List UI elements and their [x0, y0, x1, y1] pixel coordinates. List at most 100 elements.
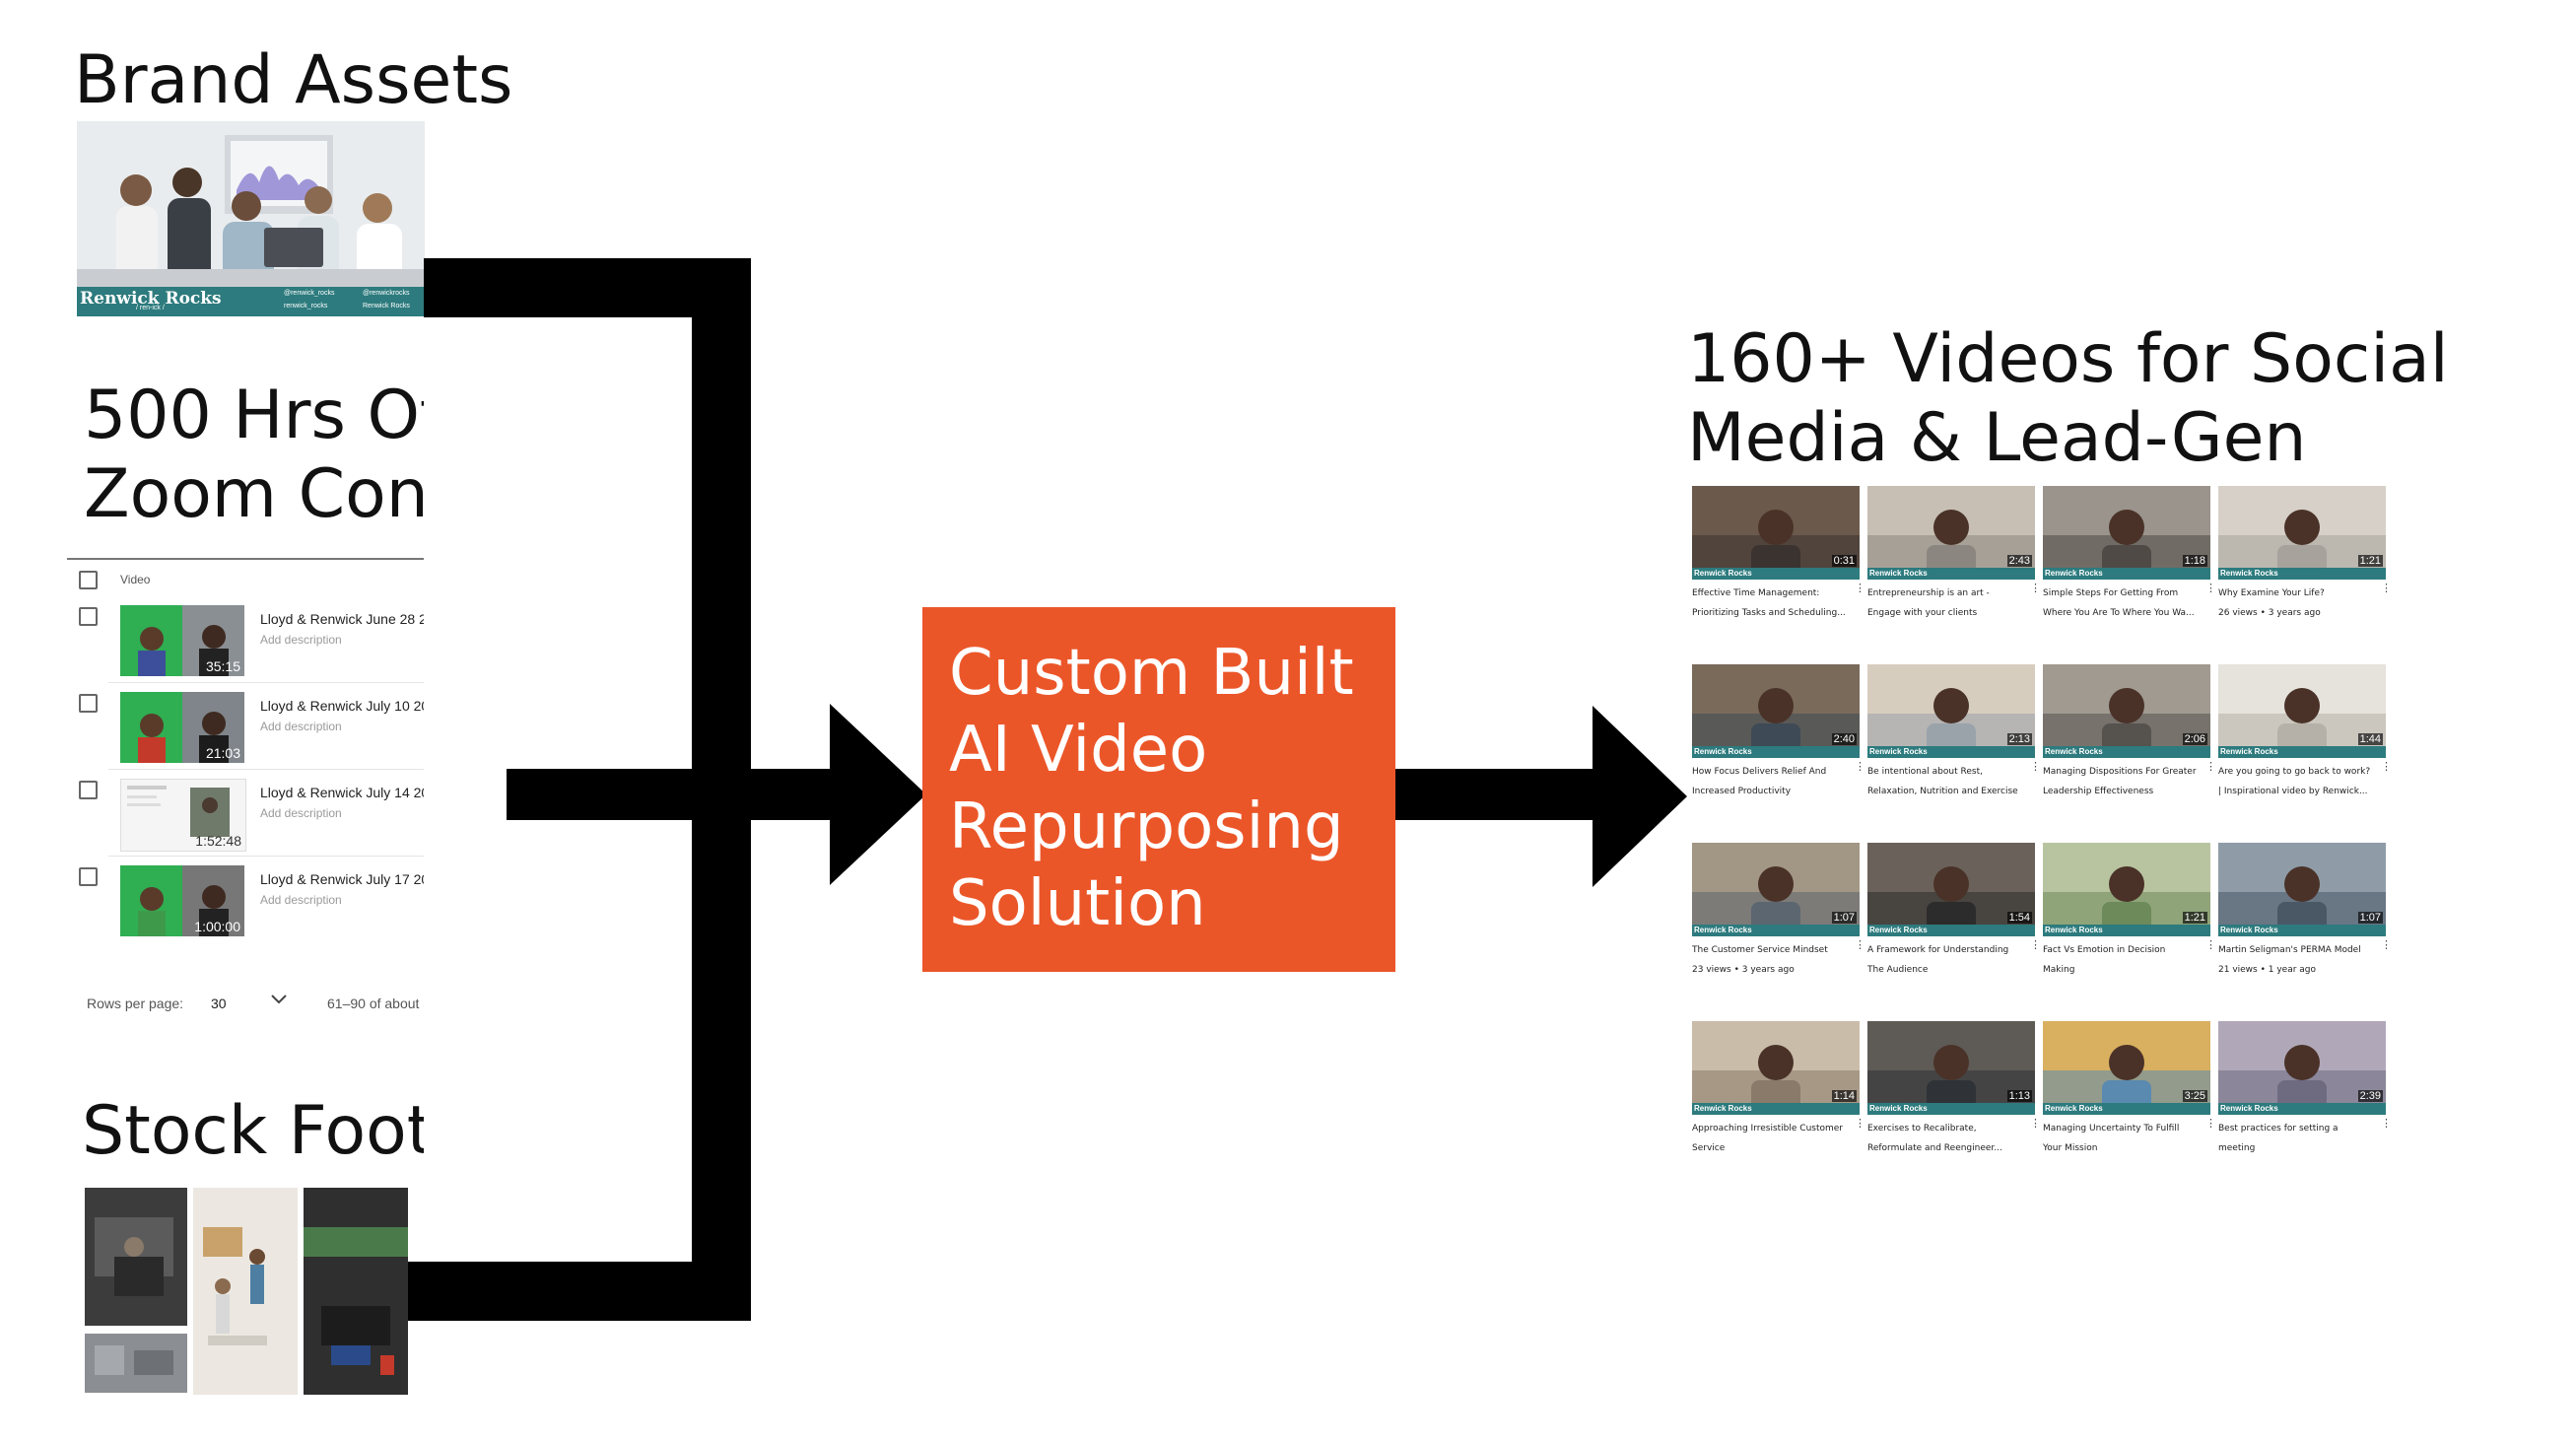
video-duration: 1:21	[2182, 912, 2207, 924]
video-title[interactable]: Exercises to Recalibrate,	[1867, 1124, 1977, 1134]
more-options-icon[interactable]: ⋮	[2030, 1118, 2041, 1130]
more-options-icon[interactable]: ⋮	[2030, 583, 2041, 594]
row-description[interactable]: Add description	[260, 720, 342, 733]
brand-social-1: @renwick_rocks	[284, 290, 335, 297]
channel-tag-bar: Renwick Rocks	[2043, 746, 2210, 758]
table-row-thumbnail[interactable]: 35:15	[120, 605, 244, 676]
table-row-thumbnail[interactable]: 1:00:00	[120, 865, 244, 936]
more-options-icon[interactable]: ⋮	[2030, 761, 2041, 773]
row-divider	[108, 769, 542, 770]
row-title[interactable]: Lloyd & Renwick July 14 2023	[260, 785, 444, 800]
more-options-icon[interactable]: ⋮	[2205, 1118, 2216, 1130]
row-title[interactable]: Lloyd & Renwick July 17 2023	[260, 871, 444, 887]
table-row-thumbnail[interactable]: 21:03	[120, 692, 244, 763]
chevron-down-icon[interactable]	[269, 992, 289, 1010]
row-title[interactable]: Lloyd & Renwick July 10 2023	[260, 698, 444, 714]
row-checkbox[interactable]	[79, 607, 98, 626]
output-videos-heading: 160+ Videos for Social Media & Lead-Gen	[1687, 320, 2449, 478]
video-title[interactable]: Entrepreneurship is an art -	[1867, 588, 1990, 598]
video-duration: 2:06	[2182, 733, 2207, 745]
brand-pronunciation: / ren-ick /	[136, 305, 165, 311]
video-duration: 3:25	[2182, 1090, 2207, 1102]
video-title[interactable]: Fact Vs Emotion in Decision	[2043, 945, 2166, 955]
video-title[interactable]: Approaching Irresistible Customer	[1692, 1124, 1844, 1134]
row-description[interactable]: Add description	[260, 893, 342, 907]
row-checkbox[interactable]	[79, 781, 98, 799]
video-duration: 2:40	[1831, 733, 1857, 745]
video-title[interactable]: How Focus Delivers Relief And	[1692, 767, 1827, 777]
row-checkbox[interactable]	[79, 694, 98, 713]
channel-tag: Renwick Rocks	[1694, 747, 1752, 756]
more-options-icon[interactable]: ⋮	[1855, 939, 1865, 951]
more-options-icon[interactable]: ⋮	[2205, 939, 2216, 951]
row-title[interactable]: Lloyd & Renwick June 28 2023	[260, 611, 450, 627]
row-divider	[108, 856, 542, 857]
video-title[interactable]: Simple Steps For Getting From	[2043, 588, 2179, 598]
channel-tag: Renwick Rocks	[1869, 569, 1928, 578]
video-title[interactable]: Managing Dispositions For Greater	[2043, 767, 2197, 777]
zoom-thumb-image	[121, 780, 245, 851]
video-duration: 1:07	[2357, 912, 2383, 924]
row-checkbox[interactable]	[79, 867, 98, 886]
video-title[interactable]: Best practices for setting a	[2218, 1124, 2339, 1134]
table-row-thumbnail[interactable]: 1:52:48	[120, 779, 246, 852]
video-title[interactable]: Managing Uncertainty To Fulfill	[2043, 1124, 2180, 1134]
output-heading-line2: Media & Lead-Gen	[1687, 399, 2307, 478]
more-options-icon[interactable]: ⋮	[2030, 939, 2041, 951]
video-title[interactable]: Are you going to go back to work?	[2218, 767, 2371, 777]
video-title[interactable]: A Framework for Understanding	[1867, 945, 2009, 955]
video-title[interactable]: Martin Seligman's PERMA Model	[2218, 945, 2361, 955]
ai-solution-line2: AI Video	[949, 714, 1208, 787]
video-thumbnail[interactable]: Renwick Rocks 2:40	[1692, 664, 1860, 758]
video-duration: 2:13	[2006, 733, 2032, 745]
row-description[interactable]: Add description	[260, 633, 342, 647]
channel-tag-bar: Renwick Rocks	[1867, 568, 2035, 580]
zoom-thumb-image	[120, 865, 244, 936]
rows-per-page-select[interactable]: 30	[211, 996, 227, 1011]
ai-solution-line1: Custom Built	[949, 637, 1354, 710]
pagination-range: 61–90 of about 331	[327, 996, 446, 1011]
channel-tag-bar: Renwick Rocks	[1867, 1103, 2035, 1115]
row-description[interactable]: Add description	[260, 806, 342, 820]
output-heading-line1: 160+ Videos for Social	[1687, 320, 2449, 398]
video-title[interactable]: Why Examine Your Life?	[2218, 588, 2325, 598]
more-options-icon[interactable]: ⋮	[2381, 761, 2392, 773]
more-options-icon[interactable]: ⋮	[1855, 761, 1865, 773]
video-title[interactable]: Be intentional about Rest,	[1867, 767, 1983, 777]
stock-connector	[408, 1262, 751, 1321]
brand-social-3: renwick_rocks	[284, 303, 328, 309]
more-options-icon[interactable]: ⋮	[2381, 583, 2392, 594]
channel-tag: Renwick Rocks	[1869, 926, 1928, 934]
row-duration: 35:15	[205, 658, 240, 674]
video-title[interactable]: Effective Time Management:	[1692, 588, 1820, 598]
video-title[interactable]: The Customer Service Mindset	[1692, 945, 1828, 955]
more-options-icon[interactable]: ⋮	[2205, 761, 2216, 773]
more-options-icon[interactable]: ⋮	[1855, 1118, 1865, 1130]
channel-tag-bar: Renwick Rocks	[1692, 1103, 1860, 1115]
more-options-icon[interactable]: ⋮	[2381, 939, 2392, 951]
brand-name-bar: Renwick Rocks / ren-ick / @renwick_rocks…	[77, 287, 425, 316]
more-options-icon[interactable]: ⋮	[2381, 1118, 2392, 1130]
video-duration: 2:39	[2357, 1090, 2383, 1102]
more-options-icon[interactable]: ⋮	[1855, 583, 1865, 594]
more-options-icon[interactable]: ⋮	[2205, 583, 2216, 594]
brand-photo	[77, 121, 425, 316]
zoom-thumb-image	[120, 692, 244, 763]
select-all-checkbox[interactable]	[79, 571, 98, 589]
channel-tag-bar: Renwick Rocks	[2043, 1103, 2210, 1115]
